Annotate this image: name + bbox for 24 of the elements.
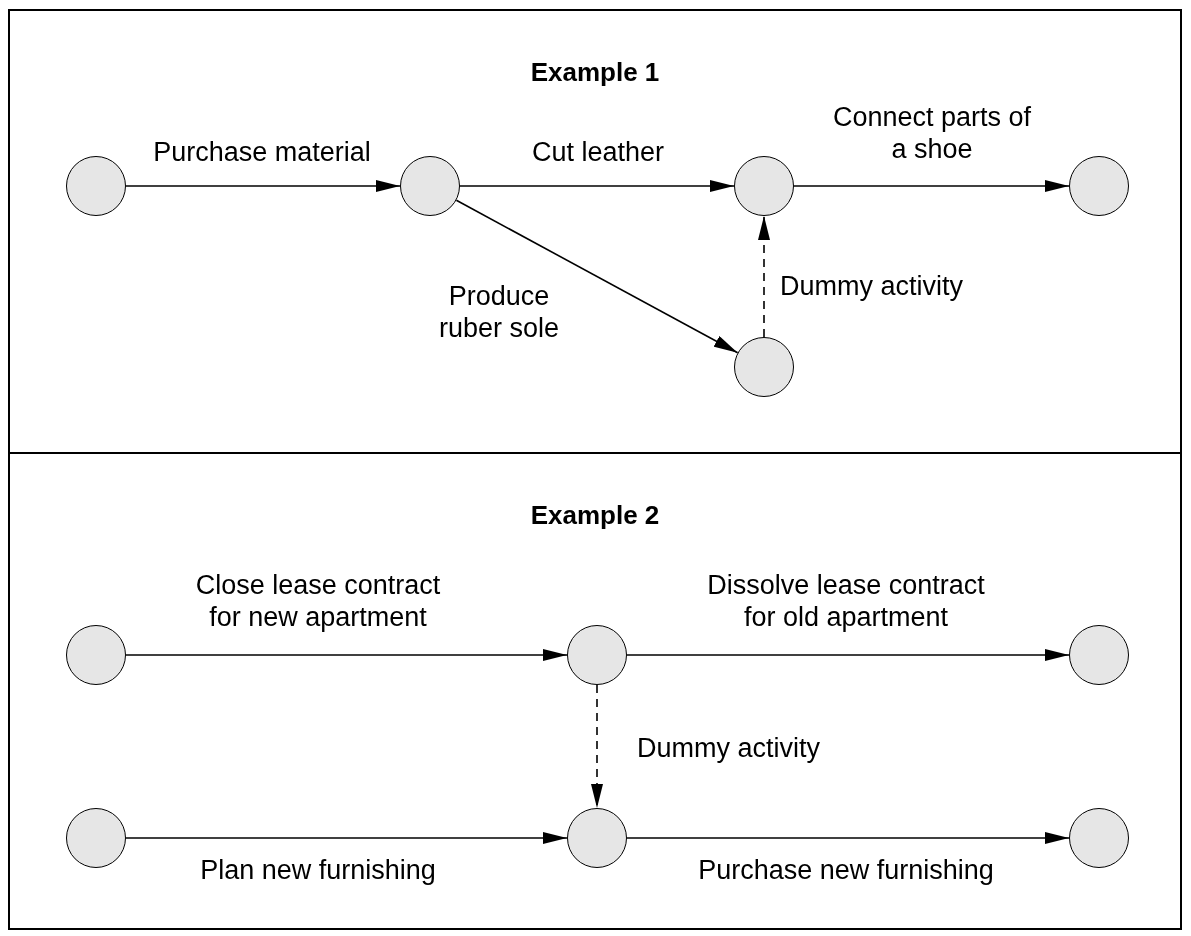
edge-label: Produce ruber sole xyxy=(437,279,561,345)
dashed-arrow xyxy=(758,215,770,338)
arrow xyxy=(626,649,1070,661)
panel-title: Example 1 xyxy=(530,57,660,89)
panel xyxy=(8,452,1182,930)
dashed-arrow xyxy=(591,684,603,809)
edge-label: Cut leather xyxy=(530,135,666,169)
edge-label: Dummy activity xyxy=(780,269,964,303)
edge-label: Purchase new furnishing xyxy=(697,853,995,887)
edge-label: Dummy activity xyxy=(637,731,821,765)
panel-title: Example 2 xyxy=(530,500,660,532)
arrow xyxy=(125,180,401,192)
arrow xyxy=(125,832,568,844)
arrow xyxy=(125,649,568,661)
edge-label: Dissolve lease contract for old apartment xyxy=(706,568,986,634)
arrow xyxy=(459,180,735,192)
panel xyxy=(8,9,1182,454)
arrow xyxy=(793,180,1070,192)
edge-label: Purchase material xyxy=(152,135,372,169)
edge-label: Connect parts of a shoe xyxy=(831,100,1033,166)
arrow xyxy=(455,199,739,354)
edge-label: Plan new furnishing xyxy=(199,853,437,887)
edge-label: Close lease contract for new apartment xyxy=(194,568,442,634)
arrow xyxy=(626,832,1070,844)
